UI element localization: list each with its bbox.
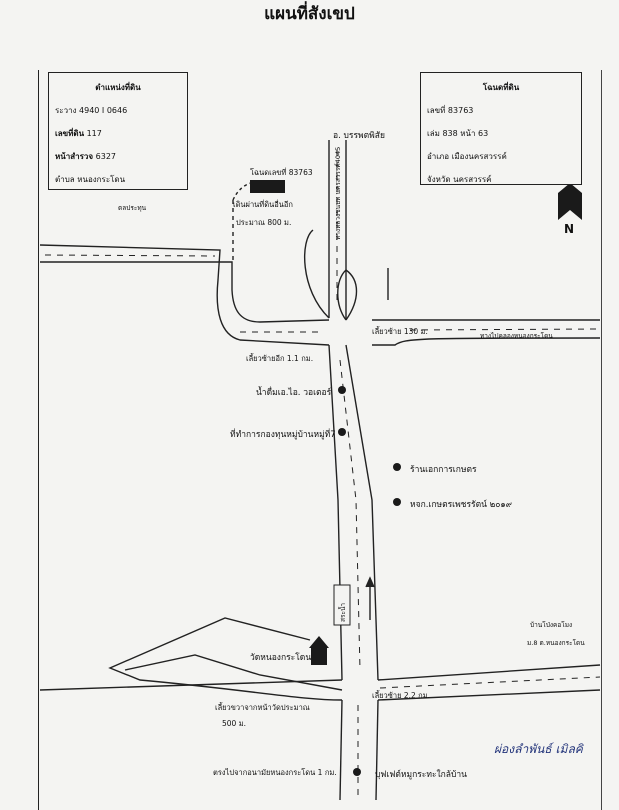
- north-arrow-icon: [558, 183, 582, 220]
- signature: ผ่องลำพันธ์ เมิลคิ: [494, 742, 583, 756]
- label-approx-500: 500 ม.: [222, 719, 247, 728]
- district: อำเภอ เมืองนครสวรรค์: [427, 152, 507, 161]
- deed-no: เลขที่ 83763: [427, 106, 474, 115]
- pond-shape: [333, 584, 351, 626]
- highway-right-edge-lower: [345, 344, 379, 681]
- label-straight-from-clinic: ตรงไปจากอนามัยหนองกระโดน 1 กม.: [213, 768, 337, 777]
- label-buffet: บุฟเฟต์หมูกระทะใกล้บ้าน: [375, 770, 467, 780]
- deed-parcel: [250, 180, 285, 193]
- label-walk-through: เดินผ่านที่ดินอื่นอีก: [233, 200, 293, 209]
- land-position-box: ตำแหน่งที่ดิน ระวาง 4940 I 0646 เลขที่ดิ…: [48, 72, 188, 190]
- label-to-canal: ทางไปคลองหนองกระโดน: [480, 332, 553, 340]
- label-turn-left-again: เลี้ยวซ้ายอีก 1.1 กม.: [246, 354, 314, 363]
- temple-icon: [309, 636, 329, 665]
- agri-shop-dot: [393, 463, 401, 471]
- village-fund-dot: [338, 428, 346, 436]
- label-highway: ทางหลวงชนบท นครสวรรค์4045: [334, 146, 342, 240]
- buffet-dot: [353, 768, 361, 776]
- land-position-heading: ตำแหน่งที่ดิน: [95, 83, 141, 92]
- label-pond: สระน้ำ: [339, 602, 347, 622]
- agri-partnership-dot: [393, 498, 401, 506]
- land-no: 117: [86, 129, 102, 138]
- label-agri-partnership: หจก.เกษตรเพชรรัตน์ ๒๐๑๙: [410, 500, 513, 510]
- label-agri-shop: ร้านเอกการเกษตร: [410, 465, 477, 475]
- north-label: N: [564, 222, 575, 236]
- map-frame: [38, 70, 602, 810]
- survey-page-label: หน้าสำรวจ: [55, 152, 94, 161]
- title-deed-box: โฉนดที่ดิน เลขที่ 83763 เล่ม 838 หน้า 63…: [420, 72, 582, 185]
- label-village-east: บ้านโป่งคอโมง: [530, 621, 573, 629]
- label-district-top: อ. บรรพตพิสัย: [333, 131, 385, 141]
- label-village-east-2: ม.8 ต.หนองกระโดน: [527, 639, 585, 647]
- survey-page: 6327: [95, 152, 116, 161]
- label-approx-800: ประมาณ 800 ม.: [236, 218, 292, 227]
- subdistrict-label: ตำบล: [55, 175, 75, 184]
- label-temple: วัดหนองกระโดน: [250, 653, 312, 663]
- water-shop-dot: [338, 386, 346, 394]
- label-deed-marker: โฉนดเลขที่ 83763: [250, 168, 313, 177]
- label-turn-left-22: เลี้ยวซ้าย 2.2 กม.: [372, 691, 431, 700]
- label-village-fund: ที่ทำการกองทุนหมู่บ้านหมู่ที่7: [230, 430, 336, 440]
- land-no-label: เลขที่ดิน: [55, 129, 85, 138]
- rawang: ระวาง 4940 I 0646: [55, 106, 128, 115]
- province: จังหวัด นครสวรรค์: [427, 175, 492, 184]
- label-turn-left-130: เลี้ยวซ้าย 130 ม.: [372, 327, 428, 336]
- label-turn-right-temple: เลี้ยวขวาจากหน้าวัดประมาณ: [215, 703, 310, 712]
- map-title: แผนที่สังเขป: [264, 4, 355, 24]
- subdistrict: หนองกระโดน: [77, 175, 126, 184]
- label-water-shop: น้ำดื่มเอ.ไอ. วอเตอร์: [256, 388, 332, 398]
- label-canal-gate: ตลประทุน: [118, 204, 147, 212]
- book-page: เล่ม 838 หน้า 63: [427, 129, 489, 138]
- title-deed-heading: โฉนดที่ดิน: [482, 83, 520, 92]
